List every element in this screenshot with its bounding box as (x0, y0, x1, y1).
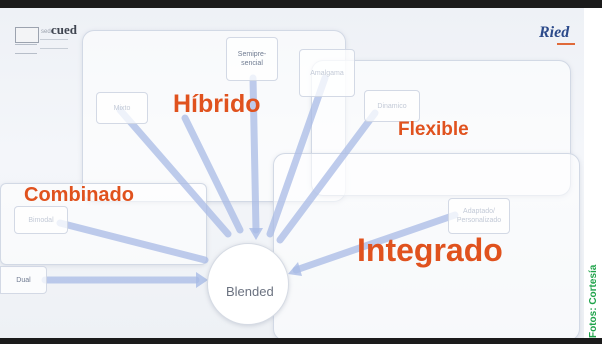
slide-canvas: Semipre- sencial Mixto Amalgama Dinamico… (0, 8, 584, 338)
box-bimodal: Bimodal (14, 206, 68, 234)
arrowhead-adaptado (288, 262, 302, 276)
box-dinamico: Dinamico (364, 90, 420, 122)
box-semipresencial: Semipre- sencial (226, 37, 278, 81)
box-dual: Dual (0, 266, 47, 294)
ried-logo: Ried (539, 24, 570, 41)
photo-credit: Fotos: Cortesía (588, 264, 599, 338)
arrow-from-mixto (116, 106, 232, 238)
box-amalgama: Amalgama (299, 49, 355, 97)
unesco-logo-icon (15, 27, 39, 43)
arrowhead-semipresencial (249, 228, 263, 240)
bottom-black-bar (0, 338, 602, 344)
label-combinado: Combinado (24, 184, 134, 206)
arrowhead-dual (196, 272, 208, 288)
top-black-bar (0, 0, 602, 8)
arrows-diagram (41, 74, 459, 288)
arrow-from-semipresencial (249, 74, 260, 234)
label-hibrido: Híbrido (173, 90, 261, 118)
box-mixto: Mixto (96, 92, 148, 124)
unesco-logo-text-icon (15, 44, 37, 54)
arrow-from-hibrido (181, 114, 244, 234)
arrow-from-amalgama (266, 74, 329, 238)
label-integrado: Integrado (357, 232, 503, 268)
logo-small-text: sede (41, 29, 55, 35)
cued-logo-subtitle-icon (40, 39, 68, 49)
cued-logo: cued (51, 22, 77, 37)
box-adaptado: Adaptado/ Personalizado (448, 198, 510, 234)
arrow-from-adaptado (292, 211, 459, 274)
arrow-from-dinamico (276, 109, 379, 244)
arrow-from-bimodal (56, 219, 209, 264)
label-blended: Blended (226, 284, 274, 299)
ried-logo-underline-icon (557, 43, 575, 45)
blended-circle (207, 243, 289, 325)
label-flexible: Flexible (398, 119, 469, 140)
